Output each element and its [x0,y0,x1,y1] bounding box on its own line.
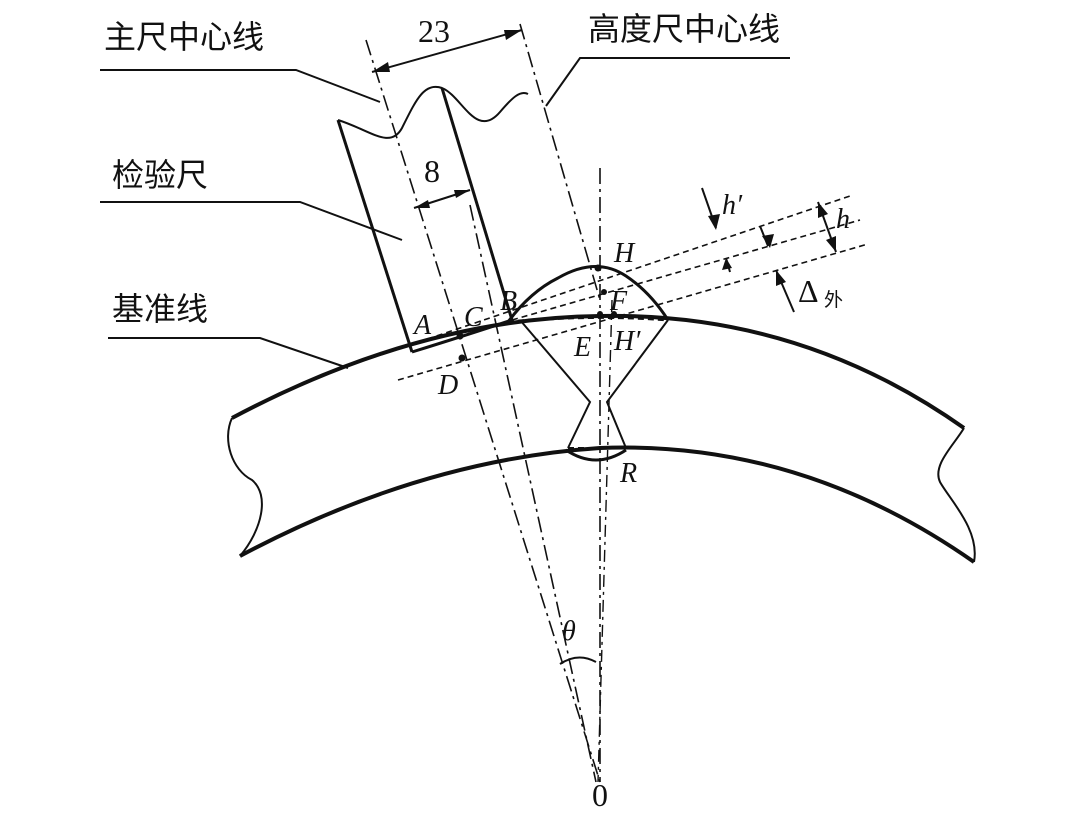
label-theta: θ [562,616,576,647]
original-surface-dashed [507,315,669,324]
h-arrowhead-bottom [826,236,836,252]
weld-groove-right [605,319,669,449]
height-ruler-centerline [519,23,601,301]
reference-lines [341,195,869,381]
weld-root [565,448,627,462]
point-markers [456,264,617,362]
center-lines [365,23,613,783]
label-inspection-ruler: 检验尺 [112,156,208,194]
delta-arrowhead [776,270,786,286]
pipe-wall [227,313,976,564]
label-h: h [836,204,850,235]
h-prime-arrowhead-3 [722,258,732,270]
ruler-left-edge [336,119,414,353]
label-point-a: A [412,310,432,341]
dim-23-arrow-left [372,62,390,72]
dim-23-line [371,29,523,73]
point-d-dot [458,354,466,362]
weld-cap [506,265,670,323]
h-prime-arrowhead-bottom [762,234,774,248]
ruler-base-edge [411,318,513,354]
ruler-right-edge [440,87,514,321]
label-point-f: F [609,286,628,317]
baseline-dashed-1 [341,195,851,369]
point-f-dot [601,289,607,295]
label-h-prime: h′ [722,190,743,221]
label-point-h: H [613,238,636,269]
baseline-dashed-3 [511,219,861,321]
leader-height-centerline [545,57,790,107]
pipe-inner-edge [239,445,976,564]
baseline-dashed-2 [397,243,869,381]
label-point-h-prime: H′ [613,326,641,357]
pipe-outer-edge [231,313,966,430]
label-reference-line: 基准线 [112,290,208,328]
ruler-axis-line [469,204,597,783]
label-main-ruler-centerline: 主尺中心线 [104,18,264,56]
point-e-dot [597,311,603,317]
point-h-prime-dot [611,311,617,317]
weld [506,265,670,462]
label-point-r: R [619,458,637,489]
leader-lines [100,57,790,369]
leader-inspection-ruler [100,201,403,241]
h-prime-arrowhead-top [708,214,720,230]
point-c-dot [456,332,464,340]
weld-axis-line [597,299,613,783]
dim-23-label: 23 [418,13,450,49]
label-delta: Δ [798,273,819,309]
dimension-8: 8 [413,153,471,209]
label-center-0: 0 [592,777,608,813]
inspection-ruler [336,85,529,354]
dim-8-arrow-right [454,190,470,198]
dim-8-arrow-left [414,200,430,208]
dimension-23: 23 [371,13,523,73]
leader-reference-line [108,337,349,369]
main-ruler-centerline [365,39,601,783]
leader-main-centerline [100,69,381,103]
point-h-dot [594,264,602,272]
label-height-ruler-centerline: 高度尺中心线 [588,10,780,48]
ruler-top-break [337,85,529,139]
label-point-e: E [573,332,591,363]
pipe-left-break [227,417,263,557]
dim-8-label: 8 [424,153,440,189]
label-point-b: B [500,286,517,317]
h-arrowhead-top [818,202,828,218]
label-point-c: C [464,302,483,333]
dim-23-arrow-right [504,30,522,40]
weld-groove-left [519,319,592,449]
height-dimensions [701,187,837,313]
pipe-right-break [937,427,976,563]
label-delta-sub: 外 [824,289,843,311]
theta-arc [559,656,597,665]
label-point-d: D [437,370,458,401]
